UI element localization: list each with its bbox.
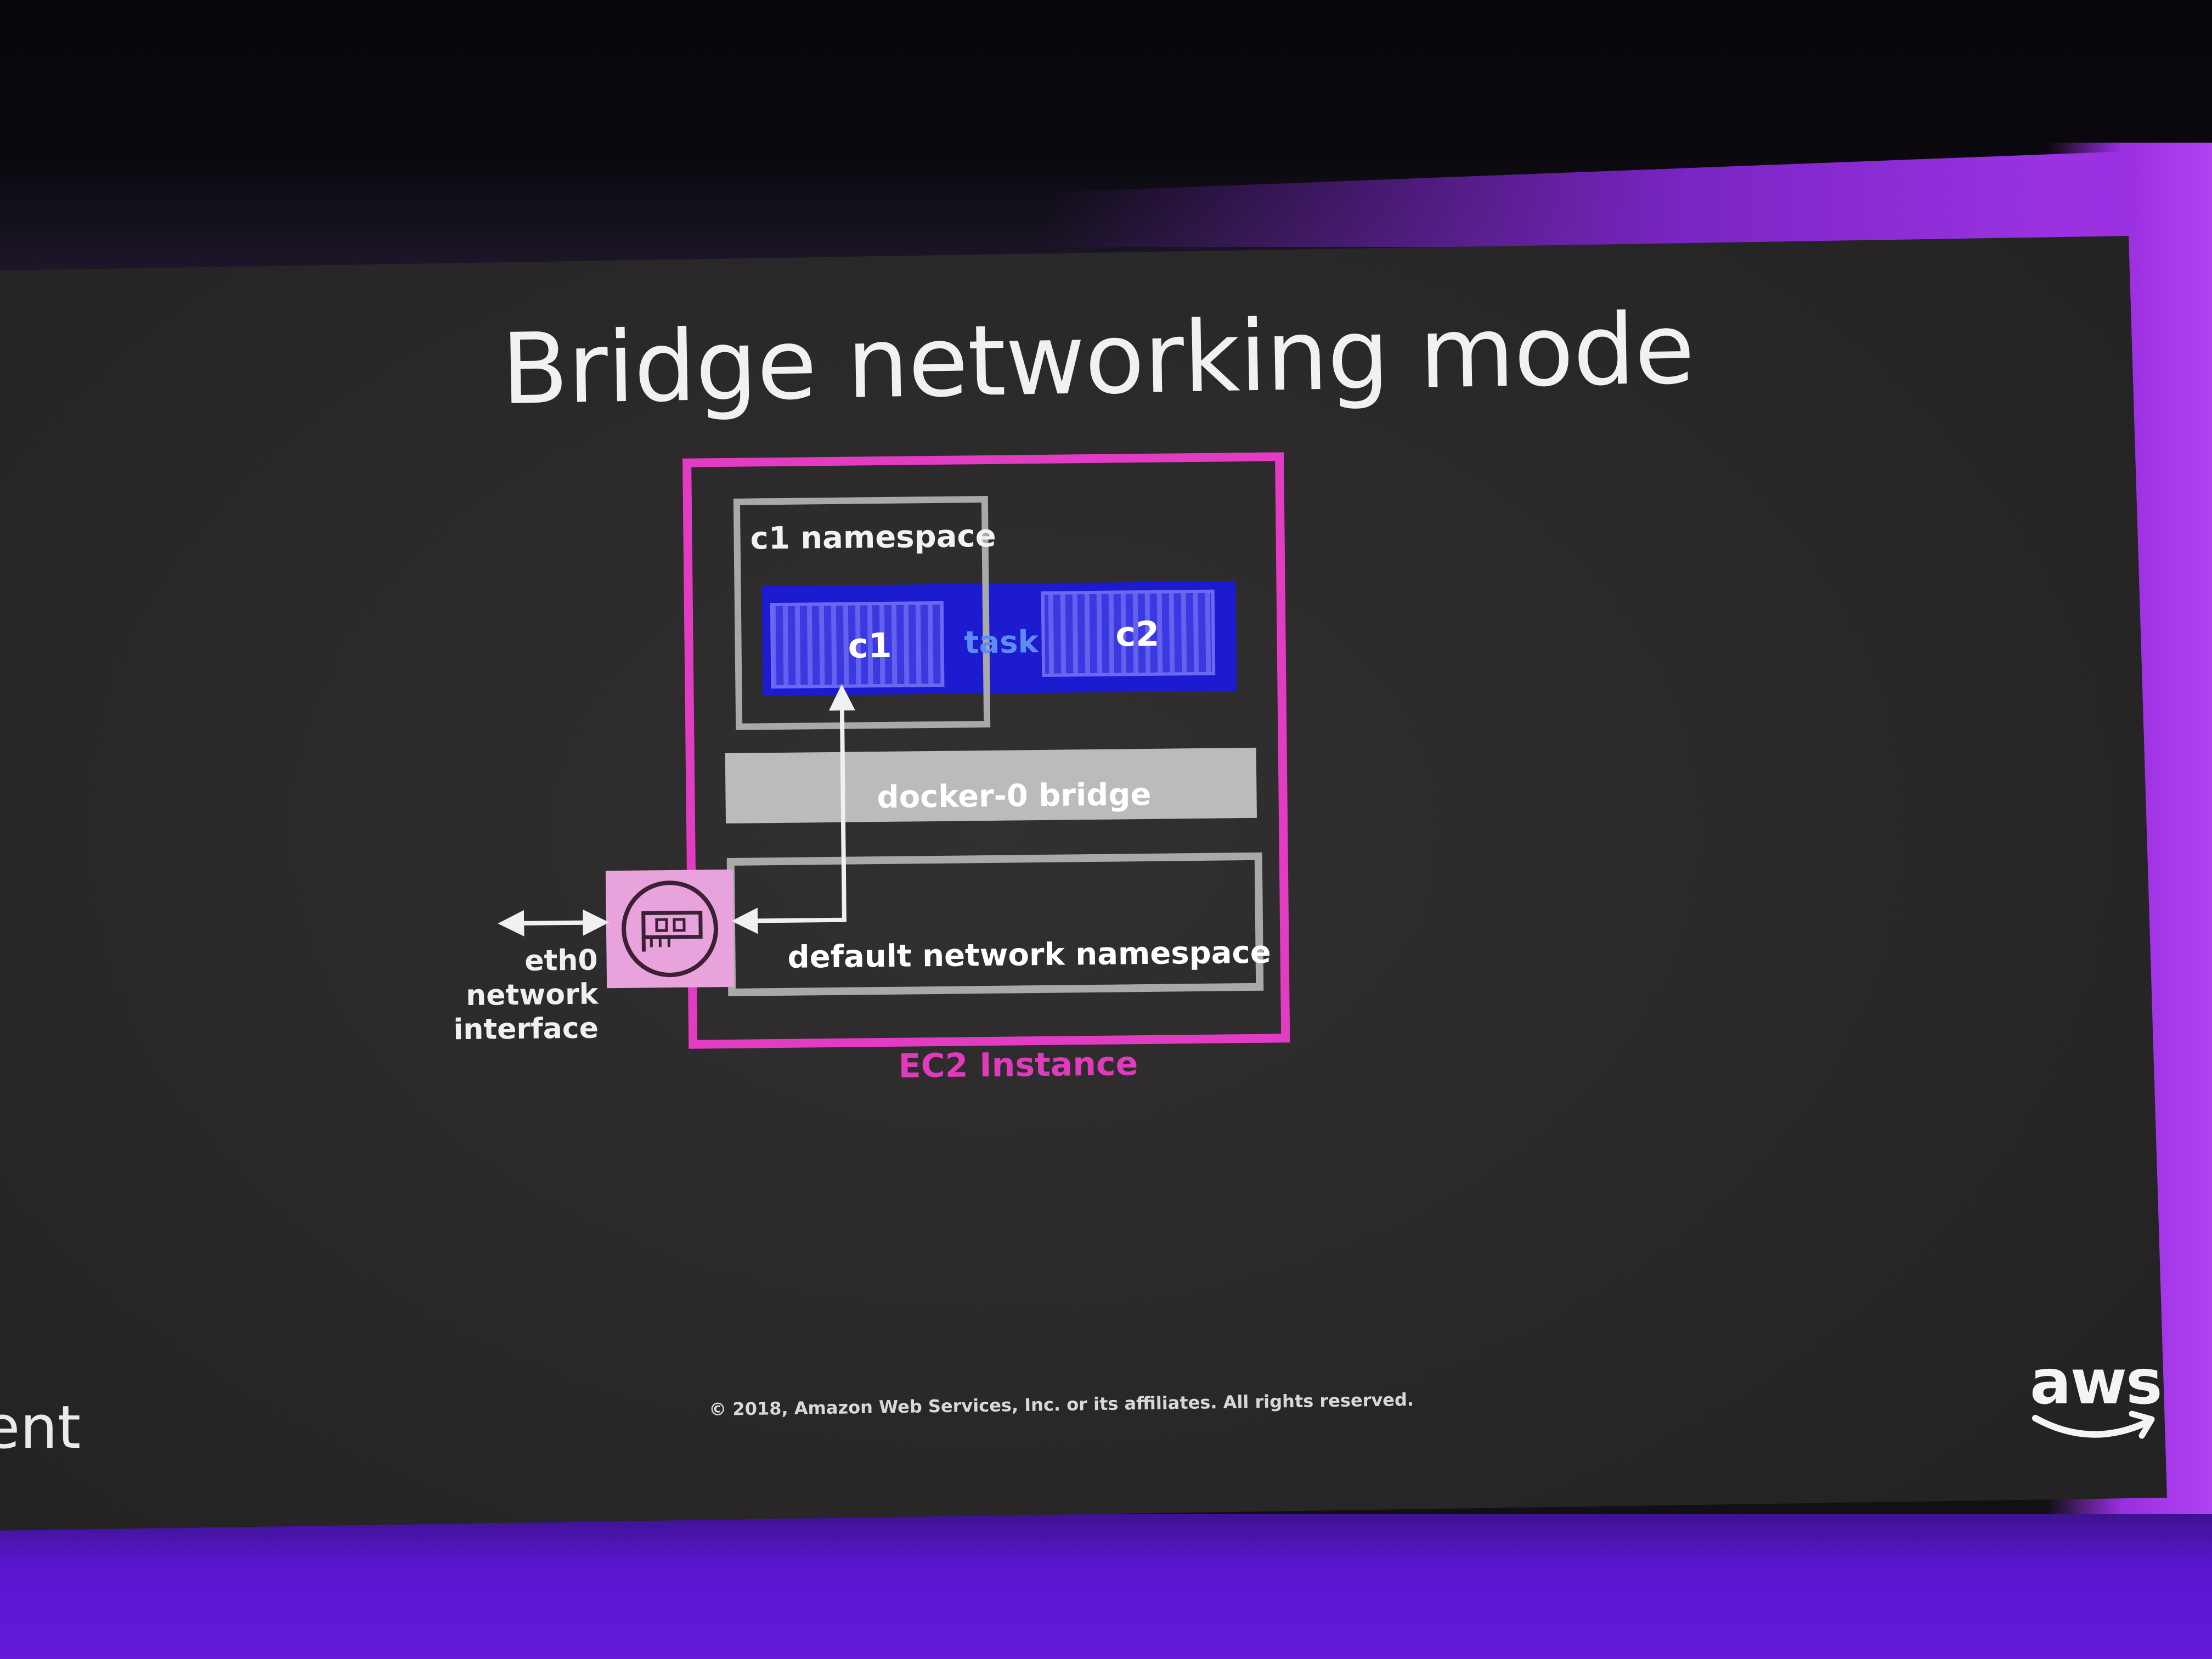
- aws-logo-text: aws: [2030, 1347, 2163, 1418]
- default-namespace-label: default network namespace: [787, 935, 1271, 975]
- task-label: task: [964, 624, 1040, 661]
- c1-namespace-box: [733, 495, 991, 730]
- bridge-label: docker-0 bridge: [877, 777, 1151, 815]
- aws-smile-arrow-icon: [2032, 1410, 2155, 1439]
- c1-link-arrow: [731, 684, 855, 934]
- network-card-icon: [622, 881, 719, 978]
- container-c1: [770, 601, 945, 689]
- eth0-external-arrow: [498, 909, 610, 936]
- ec2-instance-box: [682, 452, 1290, 1049]
- container-c1-label: c1: [848, 625, 892, 666]
- interface-label-line-2: network: [466, 978, 599, 1012]
- container-c2-label: c2: [1115, 614, 1160, 654]
- docker-bridge-bar: [725, 747, 1257, 824]
- interface-label-line-3: interface: [453, 1012, 599, 1046]
- container-c2: [1041, 589, 1216, 677]
- cropped-footer-text: ent: [0, 1393, 81, 1462]
- stage-frame-bottom: [0, 1514, 2212, 1659]
- c1-namespace-label: c1 namespace: [750, 518, 996, 557]
- eni-square: [605, 869, 735, 989]
- ec2-instance-label: EC2 Instance: [898, 1045, 1138, 1086]
- interface-label-line-1: eth0: [524, 944, 598, 977]
